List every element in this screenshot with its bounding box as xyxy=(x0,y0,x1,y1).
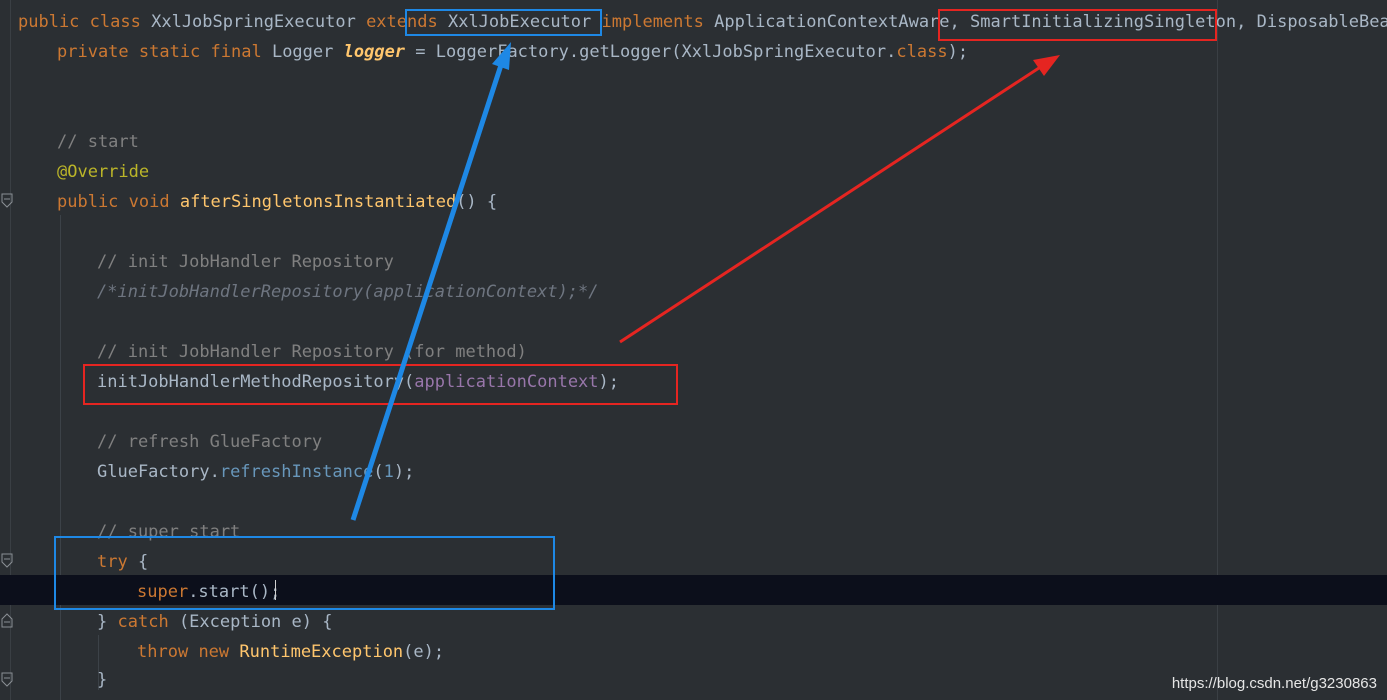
editor-gutter xyxy=(0,0,11,700)
type-name: Logger xyxy=(271,42,334,62)
keyword: private static final xyxy=(57,42,262,62)
code-line-method-sig[interactable]: public void afterSingletonsInstantiated(… xyxy=(57,187,497,217)
punctuation: ( xyxy=(373,462,384,482)
blue-arrow-head-icon xyxy=(492,42,511,70)
highlight-box-init-method xyxy=(83,364,678,405)
class-ref: GlueFactory. xyxy=(97,462,220,482)
method-name: afterSingletonsInstantiated xyxy=(179,192,457,212)
highlight-box-smart-singleton xyxy=(938,9,1217,41)
code-comment[interactable]: // init JobHandler Repository (for metho… xyxy=(97,342,527,362)
keyword: class xyxy=(896,42,948,62)
operator: = xyxy=(415,42,426,62)
code-line-close[interactable]: } xyxy=(97,670,108,690)
punctuation: (e); xyxy=(403,642,445,662)
punctuation: (Exception e) { xyxy=(178,612,333,632)
keyword: extends xyxy=(366,12,438,32)
code-line-class-decl[interactable]: public class XxlJobSpringExecutor extend… xyxy=(18,7,1387,37)
highlight-box-super-start xyxy=(54,536,555,610)
punctuation: ( xyxy=(404,372,415,392)
indent-guide xyxy=(60,215,61,700)
keyword: super xyxy=(137,582,189,602)
punctuation: } xyxy=(97,612,108,632)
method-call: .start(); xyxy=(188,582,281,602)
right-margin-guide xyxy=(1217,0,1218,700)
method-call: getLogger xyxy=(579,42,672,62)
keyword: try xyxy=(97,552,128,572)
red-arrow-head-icon xyxy=(1033,55,1060,76)
keyword: public void xyxy=(57,192,170,212)
interface-name: DisposableBean { xyxy=(1256,12,1387,32)
code-line-glue-call[interactable]: GlueFactory.refreshInstance(1); xyxy=(97,457,414,487)
number-literal: 1 xyxy=(383,462,394,482)
highlight-box-parent-class xyxy=(405,9,602,36)
interface-name: ApplicationContextAware, xyxy=(714,12,960,32)
fold-marker-icon[interactable] xyxy=(1,553,13,569)
punctuation: ); xyxy=(393,462,415,482)
keyword: public xyxy=(18,12,80,32)
keyword: throw xyxy=(137,642,189,662)
code-line-try[interactable]: try { xyxy=(97,547,148,577)
code-line-init-call[interactable]: initJobHandlerMethodRepository(applicati… xyxy=(97,367,619,397)
punctuation: ); xyxy=(947,42,969,62)
class-name: XxlJobSpringExecutor xyxy=(151,12,356,32)
code-line-throw[interactable]: throw new RuntimeException(e); xyxy=(137,637,444,667)
parent-class: XxlJobExecutor xyxy=(447,12,592,32)
code-comment[interactable]: // start xyxy=(57,132,139,152)
keyword: new xyxy=(198,642,230,662)
watermark-url: https://blog.csdn.net/g3230863 xyxy=(1171,675,1377,692)
keyword: implements xyxy=(601,12,704,32)
blue-arrow-line xyxy=(350,61,505,521)
punctuation: { xyxy=(137,552,149,572)
fold-marker-icon[interactable] xyxy=(1,193,13,209)
keyword: class xyxy=(89,12,141,32)
fold-marker-icon[interactable] xyxy=(1,672,13,688)
code-comment[interactable]: // init JobHandler Repository xyxy=(97,252,394,272)
punctuation: ); xyxy=(598,372,620,392)
red-arrow-line xyxy=(619,64,1043,344)
code-annotation[interactable]: @Override xyxy=(57,162,150,182)
field-name: logger xyxy=(343,42,406,62)
code-line-catch[interactable]: } catch (Exception e) { xyxy=(97,607,332,637)
interface-name: SmartInitializingSingleton, xyxy=(970,12,1247,32)
method-call: refreshInstance xyxy=(219,462,374,482)
code-line-super-start[interactable]: super.start(); xyxy=(137,577,280,607)
code-comment[interactable]: // refresh GlueFactory xyxy=(97,432,323,452)
indent-guide xyxy=(98,635,99,690)
method-call: initJobHandlerMethodRepository xyxy=(97,372,405,392)
fold-marker-icon[interactable] xyxy=(1,612,13,628)
text-caret xyxy=(275,580,276,600)
current-line-highlight xyxy=(0,575,1387,605)
code-block-comment[interactable]: /*initJobHandlerRepository(applicationCo… xyxy=(97,282,599,302)
argument: (XxlJobSpringExecutor. xyxy=(671,42,897,62)
punctuation: () { xyxy=(456,192,498,212)
keyword: catch xyxy=(117,612,169,632)
field-ref: applicationContext xyxy=(414,372,599,392)
type-name: RuntimeException xyxy=(239,642,404,662)
